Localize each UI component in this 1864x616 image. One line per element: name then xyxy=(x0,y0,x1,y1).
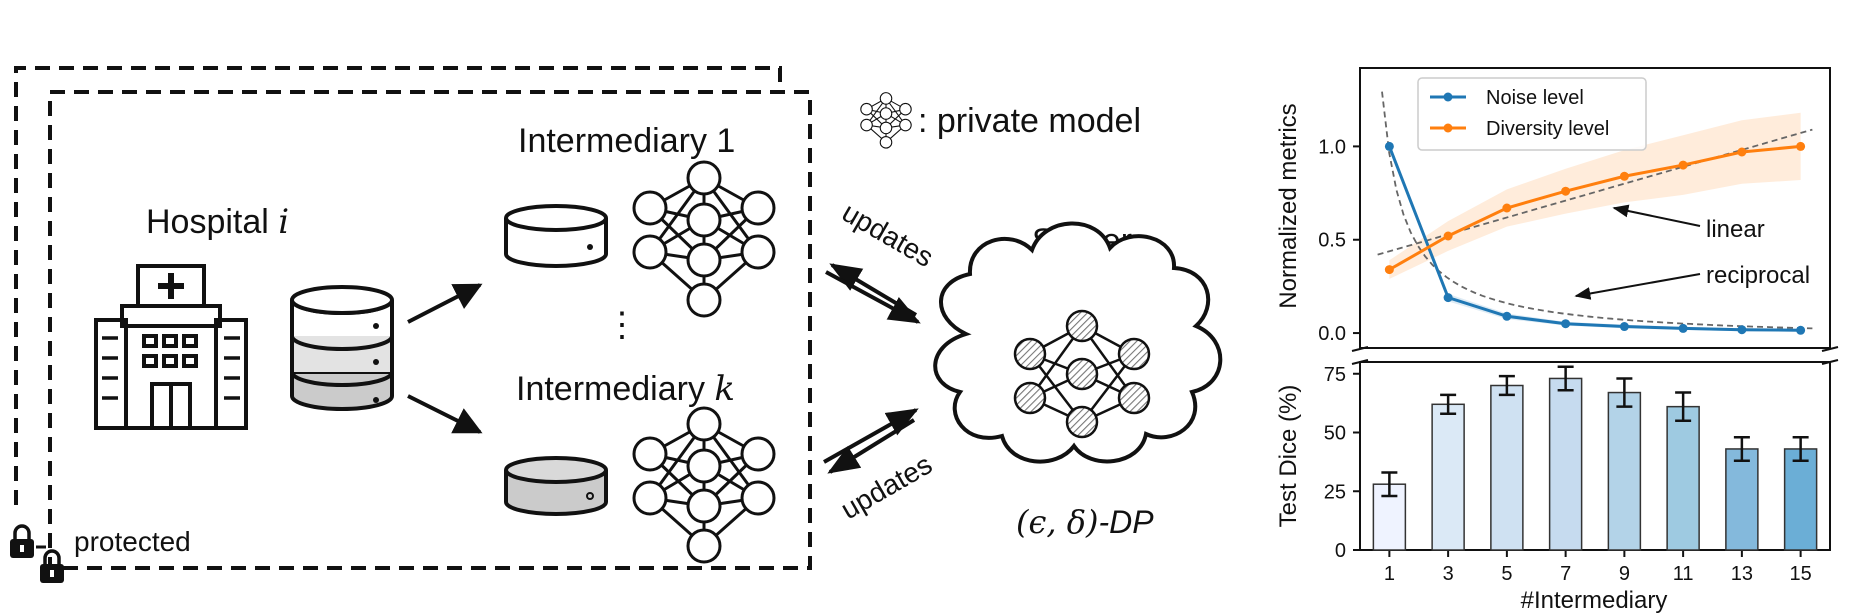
y-tick-label: 25 xyxy=(1324,481,1346,503)
arrow-icon xyxy=(829,263,918,317)
protected-label: protected xyxy=(74,526,191,557)
neural-network-icon xyxy=(632,160,776,318)
confidence-band xyxy=(1389,112,1801,279)
framework-diagram: protected : private model Hospital i xyxy=(8,66,1223,585)
data-point xyxy=(1502,311,1512,321)
legend-marker xyxy=(1443,123,1453,133)
arrow-icon xyxy=(407,394,483,434)
bar-chart-xlabel: #Intermediary xyxy=(1521,587,1668,614)
x-tick-label: 11 xyxy=(1673,563,1694,585)
y-tick-label: 0.0 xyxy=(1318,323,1346,345)
data-point xyxy=(1561,319,1571,329)
data-point xyxy=(1502,203,1512,213)
data-point xyxy=(1737,325,1747,335)
data-point xyxy=(1678,160,1688,170)
hospital-database-icon xyxy=(290,285,394,411)
y-tick-label: 50 xyxy=(1324,423,1346,445)
annotation-arrow xyxy=(1574,273,1701,300)
arrow-icon xyxy=(825,270,921,324)
intermediary-1-database-icon xyxy=(504,204,608,268)
arrow-icon xyxy=(823,408,919,464)
bar xyxy=(1490,384,1524,551)
annotation-label: reciprocal xyxy=(1706,262,1810,289)
y-tick-label: 0 xyxy=(1335,540,1346,562)
x-tick-label: 1 xyxy=(1384,563,1395,585)
inner-protected-boundary xyxy=(48,90,812,570)
x-tick-label: 9 xyxy=(1619,563,1630,585)
neural-network-icon xyxy=(632,406,776,564)
arrow-icon xyxy=(827,418,916,474)
data-point xyxy=(1796,141,1806,151)
bar xyxy=(1783,448,1818,551)
annotation-arrow xyxy=(1612,204,1701,227)
bar xyxy=(1666,405,1700,551)
hospital-icon xyxy=(94,264,248,430)
data-point xyxy=(1443,293,1453,303)
line-chart-frame xyxy=(1359,67,1831,349)
arrow-icon xyxy=(407,283,483,324)
annotation-label: linear xyxy=(1706,216,1765,243)
data-point xyxy=(1619,322,1629,332)
hospital-title: Hospital i xyxy=(146,202,289,242)
y-tick-label: 75 xyxy=(1324,364,1346,386)
bar-chart-ylabel: Test Dice (%) xyxy=(1275,385,1302,528)
x-tick-label: 7 xyxy=(1560,563,1571,585)
neural-network-icon xyxy=(860,92,912,149)
bar xyxy=(1431,403,1465,551)
bar-chart-frame xyxy=(1359,361,1831,551)
legend-label: Noise level xyxy=(1486,87,1584,109)
x-tick-label: 13 xyxy=(1731,563,1753,585)
data-point xyxy=(1737,147,1747,157)
updates-top-label: updates xyxy=(837,196,939,273)
bar xyxy=(1725,448,1759,551)
data-point xyxy=(1384,141,1394,151)
normalized-metrics-chart: Normalized metrics 0.0 0.5 1.0 Noise level… xyxy=(1275,67,1831,349)
x-tick-label: 15 xyxy=(1790,563,1812,585)
y-tick-label: 0.5 xyxy=(1318,230,1346,252)
ellipsis: ⋮ xyxy=(605,306,639,344)
y-tick-label: 1.0 xyxy=(1318,136,1346,158)
data-point xyxy=(1443,231,1453,241)
outer-protected-boundary xyxy=(14,66,782,505)
dp-label: (ϵ, δ)-DP xyxy=(1016,503,1154,541)
intermediary-1-title: Intermediary 1 xyxy=(518,122,735,160)
series-line-1 xyxy=(1388,144,1801,271)
bar xyxy=(1607,391,1642,551)
data-point xyxy=(1619,171,1629,181)
line-chart-ylabel: Normalized metrics xyxy=(1275,103,1302,308)
lock-icon xyxy=(8,524,36,560)
data-point xyxy=(1384,265,1394,275)
data-point xyxy=(1678,323,1688,333)
data-point xyxy=(1796,325,1806,335)
bar xyxy=(1548,377,1583,551)
private-model-legend: : private model xyxy=(918,102,1141,140)
legend-box xyxy=(1417,77,1647,151)
x-tick-label: 5 xyxy=(1501,563,1512,585)
legend-marker xyxy=(1443,92,1453,102)
intermediary-k-database-icon xyxy=(504,456,608,516)
series-line-0 xyxy=(1387,145,1801,332)
legend-label: Diversity level xyxy=(1486,118,1609,140)
intermediary-k-title: Intermediary k xyxy=(516,369,735,409)
x-tick-label: 3 xyxy=(1443,563,1454,585)
data-point xyxy=(1561,186,1571,196)
lock-icon xyxy=(38,549,66,585)
